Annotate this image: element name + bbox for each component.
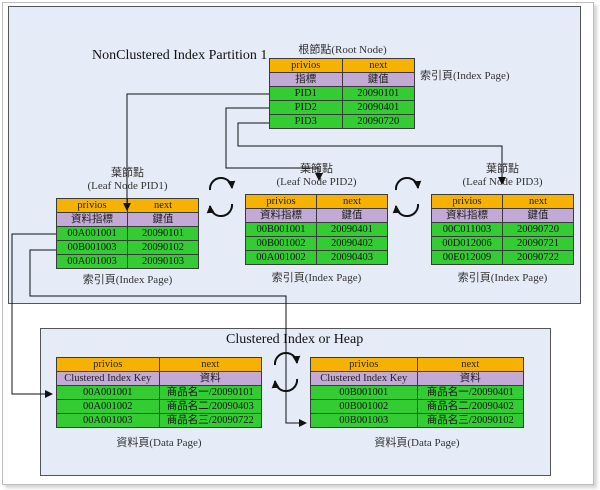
row-pointer: 00B001003 <box>56 240 128 255</box>
row-key: 20090722 <box>502 250 574 265</box>
header-next: next <box>316 194 388 209</box>
header-next: next <box>341 58 415 73</box>
header-prev: privios <box>269 58 343 73</box>
row-pointer: 00A001003 <box>56 254 128 269</box>
pid1-connector <box>123 93 269 211</box>
clustered-title: Clustered Index or Heap <box>226 332 364 347</box>
leaf-to-data1-connector <box>11 233 56 398</box>
row-key: 20090720 <box>341 114 415 129</box>
cycle-arrow-icon <box>394 176 422 191</box>
row-key: 20090402 <box>316 236 388 251</box>
row-data: 商品名三/20090722 <box>158 413 262 428</box>
header-prev: privios <box>245 194 317 209</box>
col-data: 資料 <box>158 371 262 386</box>
row-key: 00A001003 <box>56 413 160 428</box>
col-data-pointer: 資料指標 <box>431 208 503 223</box>
row-pointer: 00A001001 <box>56 226 128 241</box>
row-pid: PID2 <box>269 100 343 115</box>
header-prev: privios <box>56 198 128 213</box>
row-data: 商品名三/20090102 <box>416 413 524 428</box>
row-key: 20090103 <box>127 254 199 269</box>
leaf3-page-label: 索引頁(Index Page) <box>457 272 548 284</box>
leaf2-label-line1: 葉節點 <box>300 163 333 175</box>
leaf2-page-label: 索引頁(Index Page) <box>271 272 362 284</box>
col-data-pointer: 資料指標 <box>56 212 128 227</box>
data-page2-label: 資料頁(Data Page) <box>374 437 460 449</box>
leaf-to-data2-connector <box>29 249 307 427</box>
header-prev: privios <box>431 194 503 209</box>
col-key: 鍵值 <box>127 212 199 227</box>
col-clustered-key: Clustered Index Key <box>56 371 160 386</box>
cycle-arrow-icon <box>271 378 299 393</box>
cycle-arrow-icon <box>273 351 301 366</box>
data-page1-label: 資料頁(Data Page) <box>116 437 202 449</box>
col-key: 鍵值 <box>316 208 388 223</box>
cycle-arrow-icon <box>392 203 420 218</box>
leaf2-label-line2: (Leaf Node PID2) <box>276 176 357 188</box>
row-data: 商品名一/20090401 <box>416 385 524 400</box>
pid2-connector <box>225 107 323 181</box>
nonclustered-title: NonClustered Index Partition 1 <box>92 48 268 63</box>
leaf1-page-label: 索引頁(Index Page) <box>82 274 173 286</box>
row-key: 00B001003 <box>310 413 418 428</box>
row-data: 商品名二/20090402 <box>416 399 524 414</box>
col-clustered-key: Clustered Index Key <box>310 371 418 386</box>
row-pid: PID1 <box>269 86 343 101</box>
pid3-connector <box>237 122 506 185</box>
cycle-arrow-icon <box>206 203 234 218</box>
row-pid: PID3 <box>269 114 343 129</box>
row-key: 20090101 <box>127 226 199 241</box>
row-pointer: 00A001002 <box>245 250 317 265</box>
header-prev: privios <box>56 357 160 372</box>
row-pointer: 00B001001 <box>245 222 317 237</box>
row-pointer: 00E012009 <box>431 250 503 265</box>
col-key: 鍵值 <box>502 208 574 223</box>
root-page-label: 索引頁(Index Page) <box>420 70 510 82</box>
cycle-arrow-icon <box>208 176 236 191</box>
row-key: 00B001001 <box>310 385 418 400</box>
row-key: 20090101 <box>341 86 415 101</box>
row-key: 20090403 <box>316 250 388 265</box>
header-next: next <box>416 357 524 372</box>
root-node-label: 根節點(Root Node) <box>298 44 387 56</box>
leaf2-label: 葉節點 (Leaf Node PID2) <box>245 163 388 189</box>
